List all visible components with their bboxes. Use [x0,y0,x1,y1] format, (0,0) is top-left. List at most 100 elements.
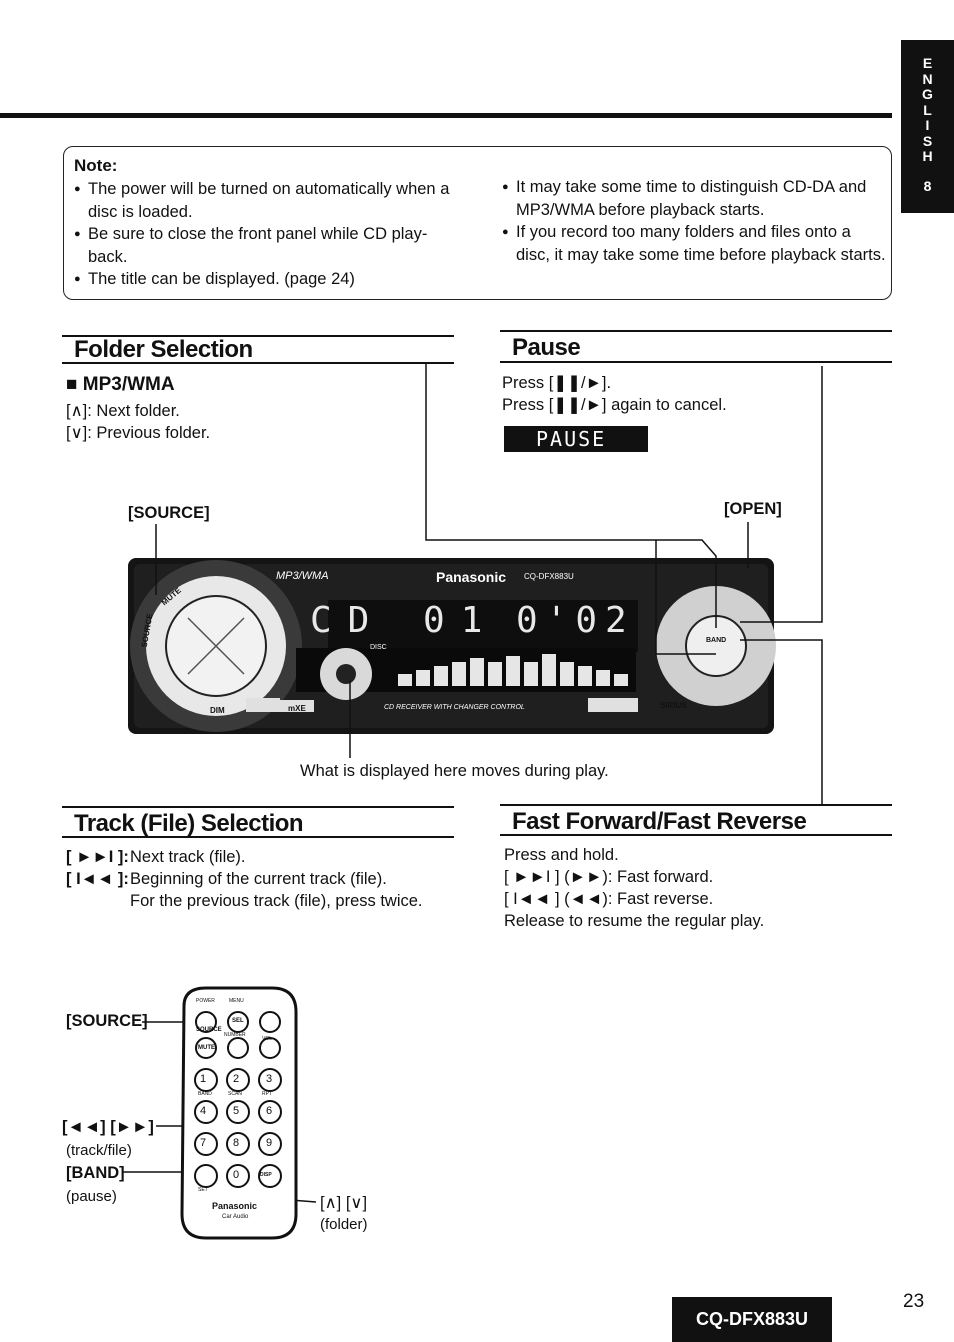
unit-display-right: 0'02 [516,600,635,641]
head-unit-faceplate [128,558,776,734]
folder-instructions: [∧]: Next folder. [∨]: Previous folder. [66,400,210,444]
pause-lcd-display: PAUSE [504,426,648,452]
note-right-list: It may take some time to distinguish CD-… [502,176,886,266]
next-track-key: [ ►►I ]: [66,848,129,866]
note-item: The title can be displayed. (page 24) [74,268,459,291]
track-section-title: Track (File) Selection [74,810,304,837]
pause-instructions: Press [❚❚/►]. Press [❚❚/►] again to canc… [502,372,727,416]
note-box [63,146,892,300]
tab-page-number: 8 [923,177,932,194]
unit-brand: Panasonic [436,569,507,585]
dim-button[interactable]: DIM [210,706,225,715]
remote-key-3[interactable]: 3 [266,1073,273,1085]
note-item: The power will be turned on automaticall… [74,178,459,223]
display-caption: What is displayed here moves during play… [300,762,609,780]
source-label: [SOURCE] [128,504,210,522]
mp3-wma-label: MP3/WMA [82,374,175,395]
folder-subtitle: ■ MP3/WMA [66,374,175,395]
remote-set-label: SET [198,1187,208,1193]
ff-line: Release to resume the regular play. [504,912,765,930]
section-rule [500,834,892,836]
remote-key-6[interactable]: 6 [266,1105,273,1117]
remote-track-note: (track/file) [66,1142,132,1159]
unit-bottom-text: CD RECEIVER WITH CHANGER CONTROL [384,704,525,711]
tab-letter: N [922,70,933,87]
ff-instructions: Press and hold. [ ►►I ] (►►): Fast forwa… [504,844,764,932]
remote-source-button[interactable]: SOURCE [196,1027,222,1033]
open-label: [OPEN] [724,500,782,518]
remote-key-8[interactable]: 8 [233,1137,240,1149]
note-title: Note: [74,156,118,175]
tab-letter: I [925,117,930,133]
sirius-label: SIRIUS [660,701,687,710]
remote-number-label: NUMBER [224,1032,246,1038]
unit-format: MP3/WMA [276,570,329,582]
section-rule [62,362,454,364]
previous-track-note: For the previous track (file), press twi… [130,892,423,910]
remote-mute-button[interactable]: MUTE [198,1045,215,1051]
previous-track-text: Beginning of the current track (file). [130,870,387,888]
tab-letter: H [922,148,933,164]
track-instructions: [ ►►I ]:Next track (file). [ I◄◄ ]:Begin… [66,846,423,912]
tab-letter: L [923,101,932,118]
remote-scan-label: SCAN [228,1091,242,1097]
language-tab: E N G L I S H 8 [901,40,954,213]
remote-key-0[interactable]: 0 [233,1169,240,1181]
previous-folder-line: [∨]: Previous folder. [66,424,211,442]
remote-band-label: [BAND] [66,1164,125,1182]
unit-disc-label: DISC [370,644,387,651]
tab-letter: S [922,132,933,149]
remote-key-9[interactable]: 9 [266,1137,273,1149]
next-track-text: Next track (file). [130,848,246,866]
remote-key-1[interactable]: 1 [200,1073,207,1085]
section-rule [500,361,892,363]
remote-source-label: [SOURCE] [66,1012,148,1030]
remote-folder-keys: [∧] [∨] [320,1194,368,1212]
note-item: It may take some time to distinguish CD-… [502,176,886,221]
remote-control [180,986,298,1240]
pause-line: Press [❚❚/►]. [502,374,612,392]
section-rule [62,836,454,838]
remote-key-5[interactable]: 5 [233,1105,240,1117]
ff-line: [ I◄◄ ] (◄◄): Fast reverse. [504,890,714,908]
folder-section-title: Folder Selection [74,336,253,363]
remote-power-label: POWER [196,998,215,1004]
tab-letter: E [922,55,933,71]
remote-rpt-label: RPT [262,1091,272,1097]
note-item: If you record too many folders and files… [502,221,886,266]
pause-cancel-line: Press [❚❚/►] again to cancel. [502,396,727,414]
remote-band-note: (pause) [66,1188,117,1205]
remote-brand: Panasonic [212,1201,258,1211]
remote-track-keys: [◄◄] [►►] [62,1118,154,1136]
section-rule [500,804,892,806]
section-rule [62,806,454,808]
next-folder-line: [∧]: Next folder. [66,402,180,420]
remote-key-4[interactable]: 4 [200,1105,207,1117]
unit-model: CQ-DFX883U [524,572,574,581]
tab-letter: G [922,86,933,102]
ff-line: [ ►►I ] (►►): Fast forward. [504,868,714,886]
next-track-row: [ ►►I ]:Next track (file). [66,846,423,868]
note-left-list: The power will be turned on automaticall… [74,178,459,291]
page-number: 23 [903,1291,925,1312]
model-badge: CQ-DFX883U [672,1297,832,1342]
note-item: Be sure to close the front panel while C… [74,223,459,268]
section-rule [500,330,892,332]
remote-key-7[interactable]: 7 [200,1137,207,1149]
remote-sub-brand: Car Audio [222,1214,249,1220]
unit-display-left: CD 01 [310,600,499,641]
remote-menu-label: MENU [229,998,244,1004]
remote-key-2[interactable]: 2 [233,1073,240,1085]
ff-section-title: Fast Forward/Fast Reverse [512,808,807,835]
remote-sel-button[interactable]: SEL [232,1018,244,1024]
remote-folder-note: (folder) [320,1216,368,1233]
remote-disp-button[interactable]: DISP [260,1172,272,1178]
mxe-label: mXE [288,704,306,713]
band-button[interactable]: BAND [706,637,727,644]
previous-track-row: [ I◄◄ ]:Beginning of the current track (… [66,868,423,890]
top-rule [0,113,892,118]
ff-line: Press and hold. [504,846,619,864]
remote-vol-label: VOL [262,1036,273,1042]
remote-band-key-label: BAND [198,1091,212,1097]
